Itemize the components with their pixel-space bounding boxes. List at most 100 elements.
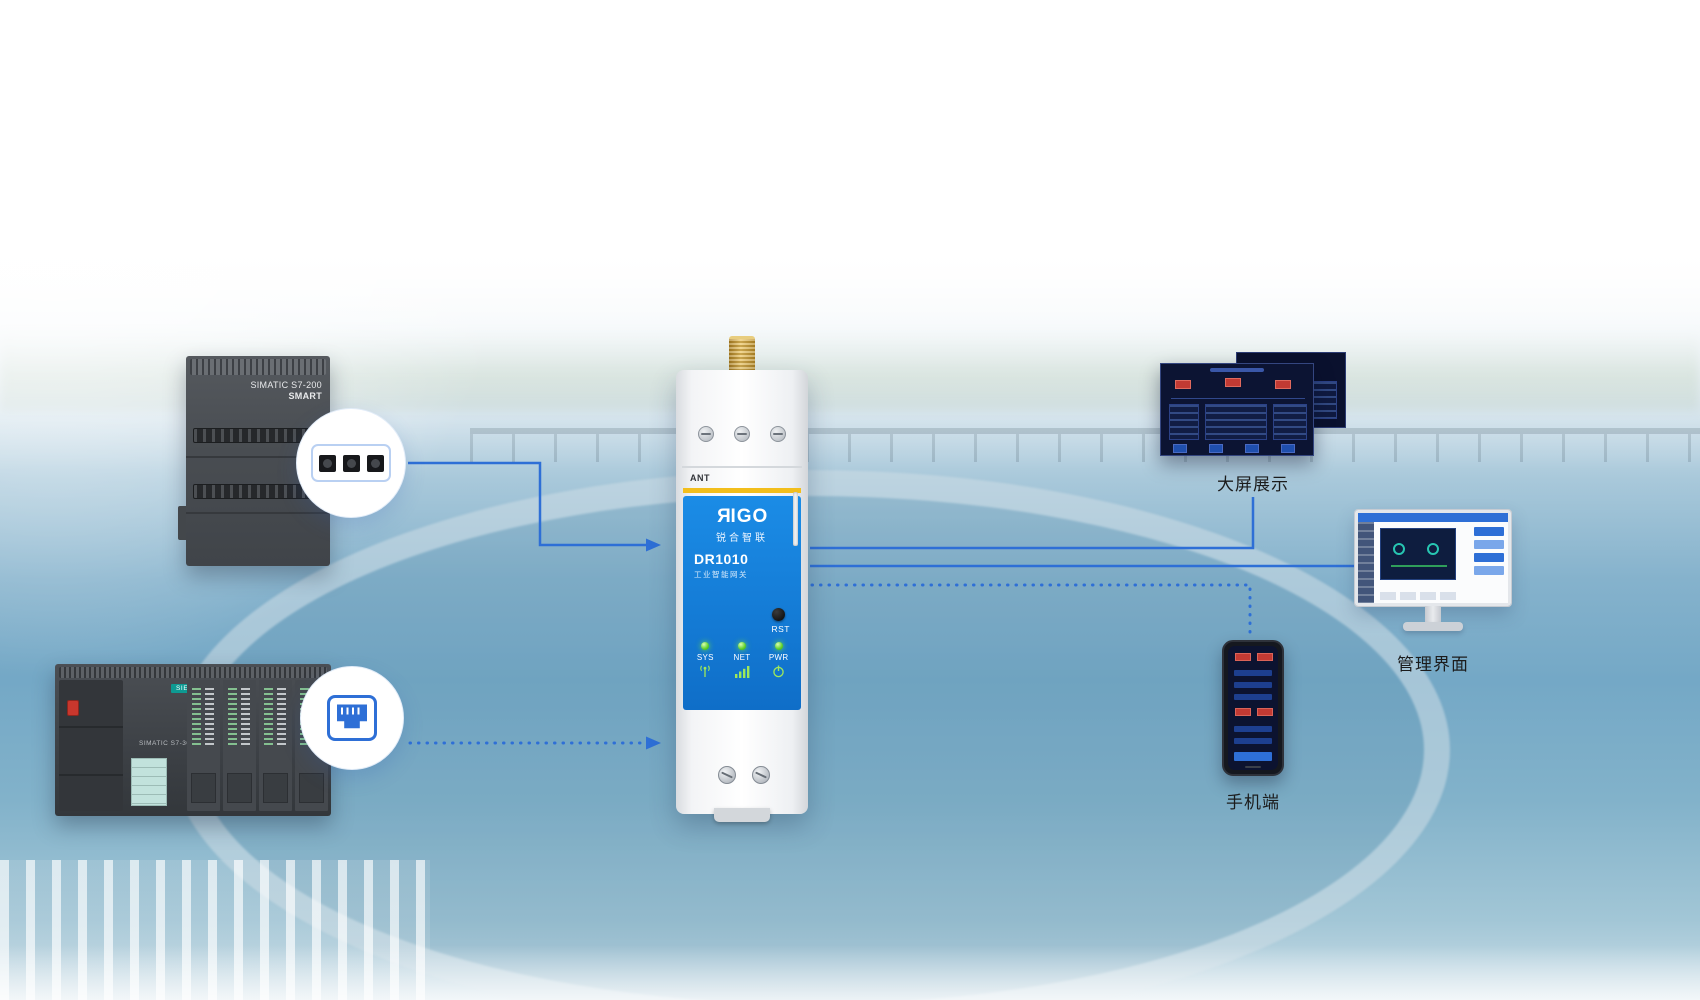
dashboard-row — [1234, 682, 1272, 688]
plc-model-text: SIMATIC S7-300 — [139, 740, 195, 747]
plc-terminal-strip — [193, 428, 323, 443]
stat-bar — [1474, 527, 1504, 536]
reset-button — [772, 608, 785, 621]
background-fade-bottom — [0, 945, 1700, 1000]
gateway-front-panel: RIGO 锐合智联 DR1010 工业智能网关 RST SYS — [683, 492, 801, 710]
pwr-led-label: PWR — [768, 653, 789, 662]
serial-port-icon — [342, 454, 360, 472]
dashboard-row — [1234, 670, 1272, 676]
monitor-neck — [1425, 606, 1441, 623]
equipment-icon — [1393, 543, 1405, 555]
monitor-screen — [1354, 509, 1512, 607]
plc-io-module — [223, 680, 256, 811]
dashboard-block — [1245, 444, 1259, 453]
led-column — [241, 688, 250, 746]
led-col-net: NET — [724, 642, 761, 678]
brand-logo: RIGO — [683, 506, 801, 528]
power-switch — [67, 700, 79, 716]
antenna-connector-icon — [729, 336, 755, 374]
plc-groove — [186, 512, 330, 514]
dashboard-line — [1171, 398, 1305, 399]
management-monitor — [1354, 509, 1512, 642]
brand-name-cn: 锐合智联 — [716, 533, 768, 544]
sim-slot — [793, 492, 798, 546]
big-screen-label: 大屏展示 — [1217, 475, 1289, 494]
plc-io-module — [187, 680, 220, 811]
mobile-label: 手机端 — [1226, 793, 1280, 812]
sys-led-icon — [701, 642, 710, 650]
power-icon — [760, 665, 797, 678]
plc-io-module — [259, 680, 292, 811]
app-sidebar — [1358, 522, 1374, 603]
gateway-model: DR1010 — [694, 551, 749, 567]
pwr-led-icon — [774, 642, 783, 650]
led-column — [264, 688, 273, 746]
big-screen-display — [1160, 352, 1346, 458]
dashboard-panel — [1205, 404, 1267, 440]
dashboard-block — [1173, 444, 1187, 453]
plc-top-title-line2: SMART — [288, 391, 322, 402]
ethernet-connector-badge — [300, 666, 404, 770]
housing-groove — [682, 466, 802, 468]
plc-vent-grille — [59, 667, 327, 678]
plc-vent-grille — [190, 359, 326, 375]
dashboard-panel — [1169, 404, 1199, 440]
gateway-subtitle: 工业智能网关 — [694, 570, 748, 579]
dashboard-block — [1257, 653, 1273, 661]
plc-front-panel — [131, 758, 167, 806]
dashboard-bottom-bar — [1234, 752, 1272, 761]
serial-port-icon — [318, 454, 336, 472]
ant-port-label: ANT — [690, 473, 710, 483]
plc-s7-300-rack: SIEMENS SIMATIC S7-300 — [55, 664, 331, 816]
dashboard-block — [1209, 444, 1223, 453]
terminal-screw-icon — [698, 426, 714, 442]
dashboard-block — [1257, 708, 1273, 716]
ethernet-port-icon — [327, 695, 377, 741]
phone-screen — [1228, 646, 1278, 770]
din-rail-clip — [714, 808, 770, 822]
module-cover — [263, 773, 288, 803]
led-column — [277, 688, 286, 746]
plc-mount-tab — [178, 506, 186, 540]
module-cover — [227, 773, 252, 803]
dashboard-row — [1234, 738, 1272, 744]
stat-bar — [1474, 553, 1504, 562]
equipment-icon — [1427, 543, 1439, 555]
dashboard-block — [1281, 444, 1295, 453]
rj45-jack-icon — [337, 704, 367, 729]
terminal-screw-icon — [734, 426, 750, 442]
led-col-sys: SYS — [687, 642, 724, 678]
mobile-phone — [1222, 640, 1284, 776]
led-row: SYS NET — [687, 642, 797, 678]
home-indicator — [1245, 766, 1261, 768]
stat-bar — [1474, 566, 1504, 575]
led-column — [192, 688, 201, 746]
app-right-column — [1474, 527, 1504, 579]
module-cover — [299, 773, 324, 803]
pipe-line — [1391, 565, 1447, 567]
plc-top-title-line1: SIMATIC S7-200 — [250, 380, 322, 390]
dashboard-block — [1235, 708, 1251, 716]
dashboard-panel — [1273, 404, 1307, 440]
plc-groove — [186, 456, 330, 458]
gateway-device-dr1010: ANT RIGO 锐合智联 DR1010 工业智能网关 RST SYS — [676, 336, 808, 822]
signal-bars-icon — [724, 665, 761, 678]
serial-connector-badge — [296, 408, 406, 518]
management-label: 管理界面 — [1397, 655, 1469, 674]
led-col-pwr: PWR — [760, 642, 797, 678]
monitor-base — [1403, 622, 1463, 631]
net-led-icon — [738, 642, 746, 650]
reset-label: RST — [771, 624, 790, 634]
mount-screw-icon — [752, 766, 770, 784]
plc-top-title: SIMATIC S7-200 SMART — [250, 380, 322, 403]
antenna-signal-icon — [687, 665, 724, 678]
dashboard-screen-front — [1160, 363, 1314, 456]
serial-ports-icon — [311, 444, 391, 482]
dashboard-titlebar — [1209, 368, 1265, 372]
dashboard-block — [1275, 380, 1291, 389]
sys-led-label: SYS — [696, 653, 714, 662]
net-led-label: NET — [733, 653, 751, 662]
stat-bar — [1474, 540, 1504, 549]
dashboard-block — [1235, 653, 1251, 661]
